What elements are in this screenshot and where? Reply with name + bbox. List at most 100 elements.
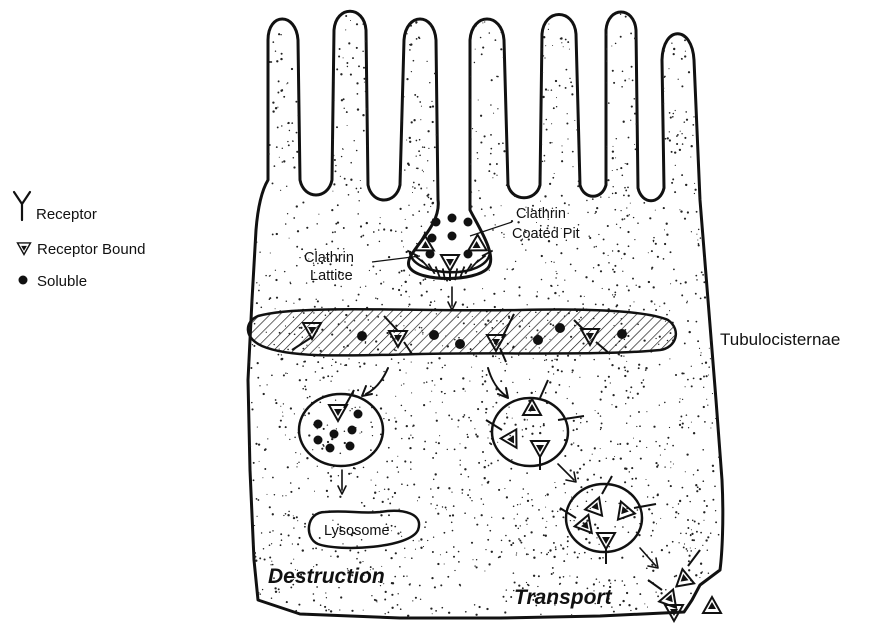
stipple-dot <box>600 429 601 430</box>
stipple-dot <box>417 168 419 170</box>
stipple-dot <box>687 527 689 529</box>
stipple-dot <box>698 229 700 231</box>
stipple-dot <box>294 437 296 439</box>
stipple-dot <box>680 210 682 212</box>
clathrin-lattice-label-1: Clathrin <box>304 250 354 266</box>
stipple-dot <box>614 265 616 267</box>
stipple-dot <box>250 249 252 251</box>
stipple-dot <box>252 344 253 345</box>
stipple-dot <box>433 180 435 182</box>
stipple-dot <box>446 36 448 38</box>
stipple-dot <box>708 12 709 13</box>
stipple-dot <box>418 150 420 152</box>
stipple-dot <box>599 126 601 128</box>
stipple-dot <box>257 190 258 191</box>
stipple-dot <box>682 143 684 145</box>
stipple-dot <box>713 165 714 166</box>
stipple-dot <box>388 612 390 614</box>
stipple-dot <box>358 362 359 363</box>
stipple-dot <box>608 102 610 104</box>
stipple-dot <box>548 23 549 24</box>
stipple-dot <box>690 534 692 536</box>
stipple-dot <box>250 119 251 120</box>
stipple-dot <box>529 56 531 58</box>
stipple-dot <box>514 172 516 174</box>
stipple-dot <box>578 180 580 182</box>
stipple-dot <box>688 560 690 562</box>
stipple-dot <box>589 106 591 108</box>
stipple-dot <box>686 548 688 550</box>
stipple-dot <box>602 304 604 306</box>
stipple-dot <box>444 393 445 394</box>
stipple-dot <box>267 18 268 19</box>
stipple-dot <box>562 516 564 518</box>
stipple-dot <box>330 381 331 382</box>
stipple-dot <box>608 255 609 256</box>
stipple-dot <box>406 33 407 34</box>
stipple-dot <box>504 611 506 613</box>
stipple-dot <box>435 442 436 443</box>
stipple-dot <box>669 112 671 114</box>
stipple-dot <box>474 565 475 566</box>
stipple-dot <box>421 294 423 296</box>
stipple-dot <box>509 540 511 542</box>
stipple-dot <box>667 437 669 439</box>
stipple-dot <box>704 421 706 423</box>
stipple-dot <box>397 44 399 46</box>
stipple-dot <box>537 291 538 292</box>
stipple-dot <box>514 518 515 519</box>
stipple-dot <box>533 85 535 87</box>
stipple-dot <box>646 567 648 569</box>
stipple-dot <box>418 184 420 186</box>
stipple-dot <box>536 222 537 223</box>
stipple-dot <box>323 428 325 430</box>
stipple-dot <box>719 272 721 274</box>
stipple-dot <box>290 407 292 409</box>
stipple-dot <box>707 536 709 538</box>
stipple-dot <box>552 567 554 569</box>
transport-vesicle-1 <box>486 380 584 470</box>
stipple-dot <box>464 289 466 291</box>
stipple-dot <box>342 148 343 149</box>
stipple-dot <box>317 177 318 178</box>
stipple-dot <box>573 429 575 431</box>
stipple-dot <box>599 557 601 559</box>
stipple-dot <box>563 560 565 562</box>
stipple-dot <box>515 261 516 262</box>
stipple-dot <box>472 128 473 129</box>
stipple-dot <box>651 250 653 252</box>
stipple-dot <box>698 244 700 246</box>
stipple-dot <box>624 366 626 368</box>
stipple-dot <box>567 546 568 547</box>
stipple-dot <box>451 522 453 524</box>
stipple-dot <box>522 429 523 430</box>
stipple-dot <box>492 406 493 407</box>
stipple-dot <box>466 306 468 308</box>
stipple-dot <box>501 205 502 206</box>
stipple-dot <box>700 93 701 94</box>
stipple-dot <box>435 452 437 454</box>
stipple-dot <box>280 544 282 546</box>
stipple-dot <box>675 165 676 166</box>
stipple-dot <box>361 502 363 504</box>
stipple-dot <box>722 576 724 578</box>
stipple-dot <box>401 438 402 439</box>
stipple-dot <box>357 213 359 215</box>
receptor-bound-icon <box>18 243 31 255</box>
stipple-dot <box>488 465 490 467</box>
stipple-dot <box>420 538 422 540</box>
stipple-dot <box>356 300 358 302</box>
stipple-dot <box>597 42 599 44</box>
stipple-dot <box>507 33 508 34</box>
stipple-dot <box>718 456 720 458</box>
stipple-dot <box>333 80 334 81</box>
stipple-dot <box>249 33 251 35</box>
stipple-dot <box>327 441 329 443</box>
stipple-dot <box>401 483 403 485</box>
stipple-dot <box>432 380 434 382</box>
stipple-dot <box>424 147 426 149</box>
stipple-dot <box>666 314 668 316</box>
stipple-dot <box>304 115 306 117</box>
stipple-dot <box>361 431 362 432</box>
